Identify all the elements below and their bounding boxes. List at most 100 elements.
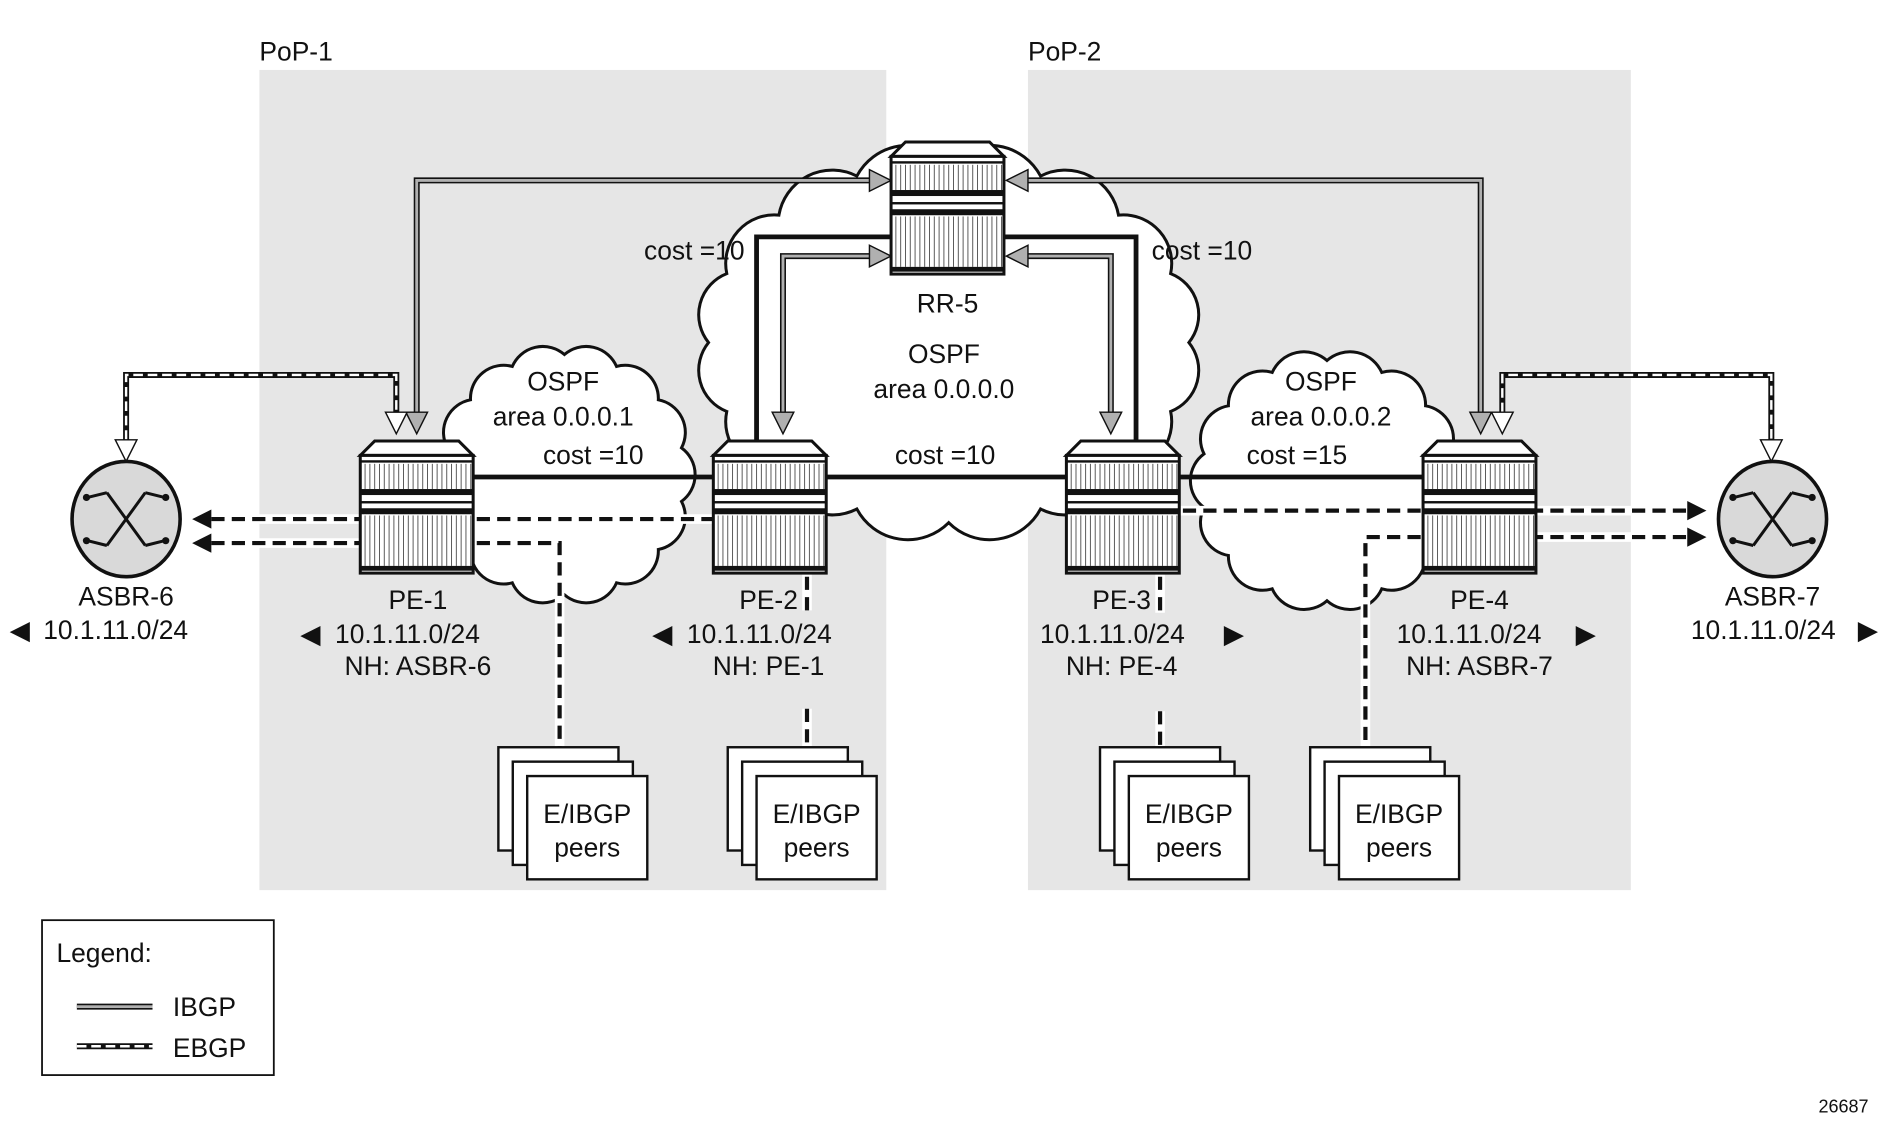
legend-ibgp-label: IBGP bbox=[173, 992, 236, 1022]
pe3-label: PE-3 bbox=[1092, 585, 1151, 615]
switch-cross-icon bbox=[87, 491, 165, 547]
peers-stack-1: E/IBGP peers bbox=[497, 746, 649, 881]
router-band bbox=[713, 501, 827, 504]
ospf-backbone-label: OSPF bbox=[908, 339, 980, 369]
ibgp-rr5-pe4 bbox=[1025, 178, 1483, 413]
ospf-right-label: OSPF bbox=[1285, 367, 1357, 397]
pe2-route: 10.1.11.0/24 bbox=[687, 619, 832, 649]
arrow-icon bbox=[1098, 411, 1123, 436]
pe3-route: 10.1.11.0/24 bbox=[1040, 619, 1185, 649]
pe1-next-hop: NH: ASBR-6 bbox=[345, 651, 492, 681]
asbr7-label: ASBR-7 bbox=[1725, 582, 1820, 612]
router-band bbox=[891, 190, 1004, 197]
asbr6-label: ASBR-6 bbox=[78, 582, 173, 612]
peers-label-line2: peers bbox=[1366, 833, 1432, 863]
pop-1-label: PoP-1 bbox=[259, 36, 332, 66]
asbr6-router-icon bbox=[70, 459, 182, 579]
router-band bbox=[360, 501, 474, 504]
arrow-icon bbox=[114, 439, 139, 464]
peer-box bbox=[1127, 774, 1251, 881]
peer-box bbox=[755, 774, 878, 881]
pe2-router-icon bbox=[709, 439, 830, 575]
arrow-icon bbox=[1004, 168, 1029, 193]
peers-label-line2: peers bbox=[1156, 833, 1222, 863]
asbr7-route: 10.1.11.0/24 bbox=[1691, 615, 1836, 645]
router-band bbox=[1066, 508, 1180, 515]
arrow-icon bbox=[1687, 501, 1707, 521]
pe2-route-arrow: ◀ bbox=[652, 619, 673, 649]
router-band bbox=[713, 460, 827, 463]
router-band bbox=[1066, 565, 1180, 571]
figure-id: 26687 bbox=[1819, 1096, 1869, 1116]
arrow-icon bbox=[192, 509, 212, 529]
router-band bbox=[1066, 460, 1180, 463]
arrow-icon bbox=[384, 411, 409, 436]
pe2-next-hop: NH: PE-1 bbox=[713, 651, 825, 681]
ospf-backbone-cloud bbox=[697, 143, 1201, 542]
arrow-icon bbox=[1490, 411, 1515, 436]
ebgp-asbr6-pe1 bbox=[124, 373, 398, 440]
arrow-icon bbox=[192, 533, 212, 553]
router-band bbox=[1066, 489, 1180, 496]
pe3-route-arrow: ▶ bbox=[1224, 619, 1245, 649]
arrow-tip-icon bbox=[1729, 537, 1737, 545]
ebgp-pe1-asbr6 bbox=[211, 540, 562, 748]
pe4-label: PE-4 bbox=[1450, 585, 1509, 615]
arrow-tip-icon bbox=[1808, 537, 1816, 545]
router-band bbox=[1423, 508, 1536, 515]
router-band bbox=[713, 565, 827, 571]
pe1-route: 10.1.11.0/24 bbox=[335, 619, 480, 649]
router-top bbox=[1062, 439, 1183, 457]
router-top bbox=[1419, 439, 1540, 457]
pe4-route: 10.1.11.0/24 bbox=[1397, 619, 1542, 649]
rr5-router-icon bbox=[887, 140, 1008, 276]
router-band bbox=[360, 508, 474, 515]
arrow-tip-icon bbox=[1729, 493, 1737, 502]
router-band bbox=[360, 460, 474, 463]
router-band bbox=[1066, 501, 1180, 504]
peers-label-line2: peers bbox=[784, 833, 850, 863]
link-rr5-pe3 bbox=[1003, 234, 1139, 442]
arrow-icon bbox=[1468, 411, 1493, 436]
rr5-label: RR-5 bbox=[917, 289, 979, 319]
router-band bbox=[1423, 489, 1536, 496]
peers-label-line2: peers bbox=[554, 833, 620, 863]
router-top bbox=[709, 439, 830, 457]
switch-cross-icon bbox=[1733, 491, 1812, 547]
cost-pe3-pe4: cost =15 bbox=[1247, 440, 1348, 470]
router-band bbox=[713, 489, 827, 496]
ibgp-rr5-pe3 bbox=[1025, 254, 1113, 413]
ebgp-asbr7-pe4 bbox=[1501, 373, 1773, 440]
router-band bbox=[1423, 565, 1536, 571]
router-band bbox=[713, 508, 827, 515]
asbr6-route-arrow: ◀ bbox=[10, 615, 31, 645]
router-band bbox=[360, 489, 474, 496]
asbr7-router-icon bbox=[1716, 459, 1829, 579]
peers-label-line1: E/IBGP bbox=[1145, 799, 1233, 829]
peer-box bbox=[525, 774, 649, 881]
pe1-router-icon bbox=[356, 439, 477, 575]
arrow-tip-icon bbox=[1808, 493, 1816, 502]
peers-label-line1: E/IBGP bbox=[543, 799, 631, 829]
arrow-icon bbox=[771, 411, 795, 436]
ospf-right-area: area 0.0.0.2 bbox=[1251, 401, 1392, 431]
pe2-label: PE-2 bbox=[739, 585, 798, 615]
arrow-icon bbox=[1759, 439, 1784, 464]
pe4-next-hop: NH: ASBR-7 bbox=[1406, 651, 1553, 681]
cost-rr-pe3: cost =10 bbox=[1152, 236, 1253, 266]
router-band bbox=[1423, 501, 1536, 504]
router-top bbox=[887, 140, 1008, 158]
pop-2-label: PoP-2 bbox=[1028, 36, 1101, 66]
cost-pe2-rr: cost =10 bbox=[644, 236, 745, 266]
asbr6-route: 10.1.11.0/24 bbox=[43, 615, 188, 645]
router-band bbox=[891, 202, 1004, 205]
arrow-icon bbox=[404, 411, 429, 436]
router-top bbox=[356, 439, 477, 457]
pe4-route-arrow: ▶ bbox=[1576, 619, 1597, 649]
arrow-icon bbox=[1687, 527, 1707, 547]
arrow-tip-icon bbox=[162, 493, 170, 502]
ospf-left-area: area 0.0.0.1 bbox=[493, 401, 634, 431]
router-band bbox=[891, 209, 1004, 216]
router-band bbox=[891, 161, 1004, 164]
